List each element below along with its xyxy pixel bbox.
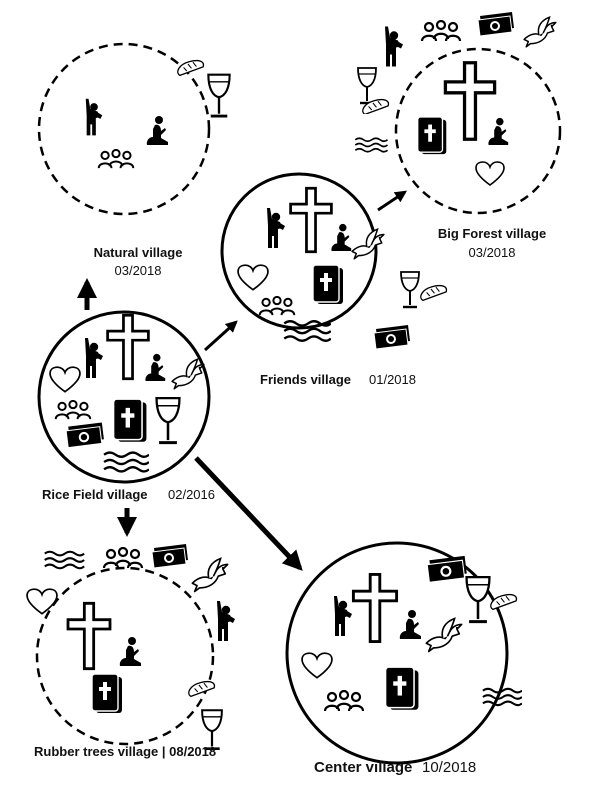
wine-icon (399, 270, 421, 309)
village-name: Rice Field village (42, 487, 148, 502)
bible-icon (416, 116, 448, 155)
bread-icon (418, 283, 448, 301)
money-icon (477, 11, 515, 36)
bread-icon (175, 58, 205, 76)
worship-icon (385, 26, 403, 67)
bread-icon (488, 592, 518, 610)
village-date: 10/2018 (422, 759, 476, 776)
arrow-rice-to-friends (203, 320, 238, 352)
money-icon (151, 543, 189, 569)
village-name: Natural village (94, 245, 183, 260)
village-big-forest: Big Forest village 03/2018 (354, 11, 562, 260)
village-center: Center village 10/2018 (285, 541, 522, 776)
dove-icon (523, 16, 557, 48)
arrow-friends-to-bigforest (377, 190, 407, 212)
wine-icon (356, 66, 378, 105)
wine-icon (206, 73, 232, 118)
worship-icon (217, 601, 235, 641)
water-icon (43, 550, 86, 570)
arrow-rice-to-center (194, 456, 303, 571)
village-date: 01/2018 (369, 372, 416, 387)
village-name: Big Forest village (438, 226, 546, 241)
village-rice-field: Rice Field village 02/2016 (37, 310, 215, 502)
bible-icon (384, 666, 420, 711)
money-icon (373, 324, 411, 350)
village-name: Friends village (260, 372, 351, 387)
village-date: 03/2018 (115, 263, 162, 278)
money-icon (65, 421, 105, 448)
village-date: 03/2018 (469, 245, 516, 260)
village-date: 02/2016 (168, 487, 215, 502)
water-icon (354, 137, 389, 153)
bread-icon (360, 98, 390, 114)
group-icon (420, 20, 462, 42)
village-friends: Friends village 01/2018 (220, 172, 448, 387)
wine-icon (200, 708, 224, 751)
village-name: Rubber trees village | 08/2018 (34, 744, 216, 759)
bible-icon (312, 264, 344, 305)
connections (77, 190, 407, 571)
bible-icon (112, 398, 148, 443)
bible-icon (91, 673, 123, 714)
group-icon (102, 547, 144, 569)
village-name: Center village (314, 759, 412, 776)
dove-icon (191, 557, 229, 593)
village-natural: Natural village 03/2018 (37, 42, 232, 278)
money-icon (426, 555, 468, 583)
village-rubber-trees: Rubber trees village | 08/2018 (26, 543, 235, 759)
